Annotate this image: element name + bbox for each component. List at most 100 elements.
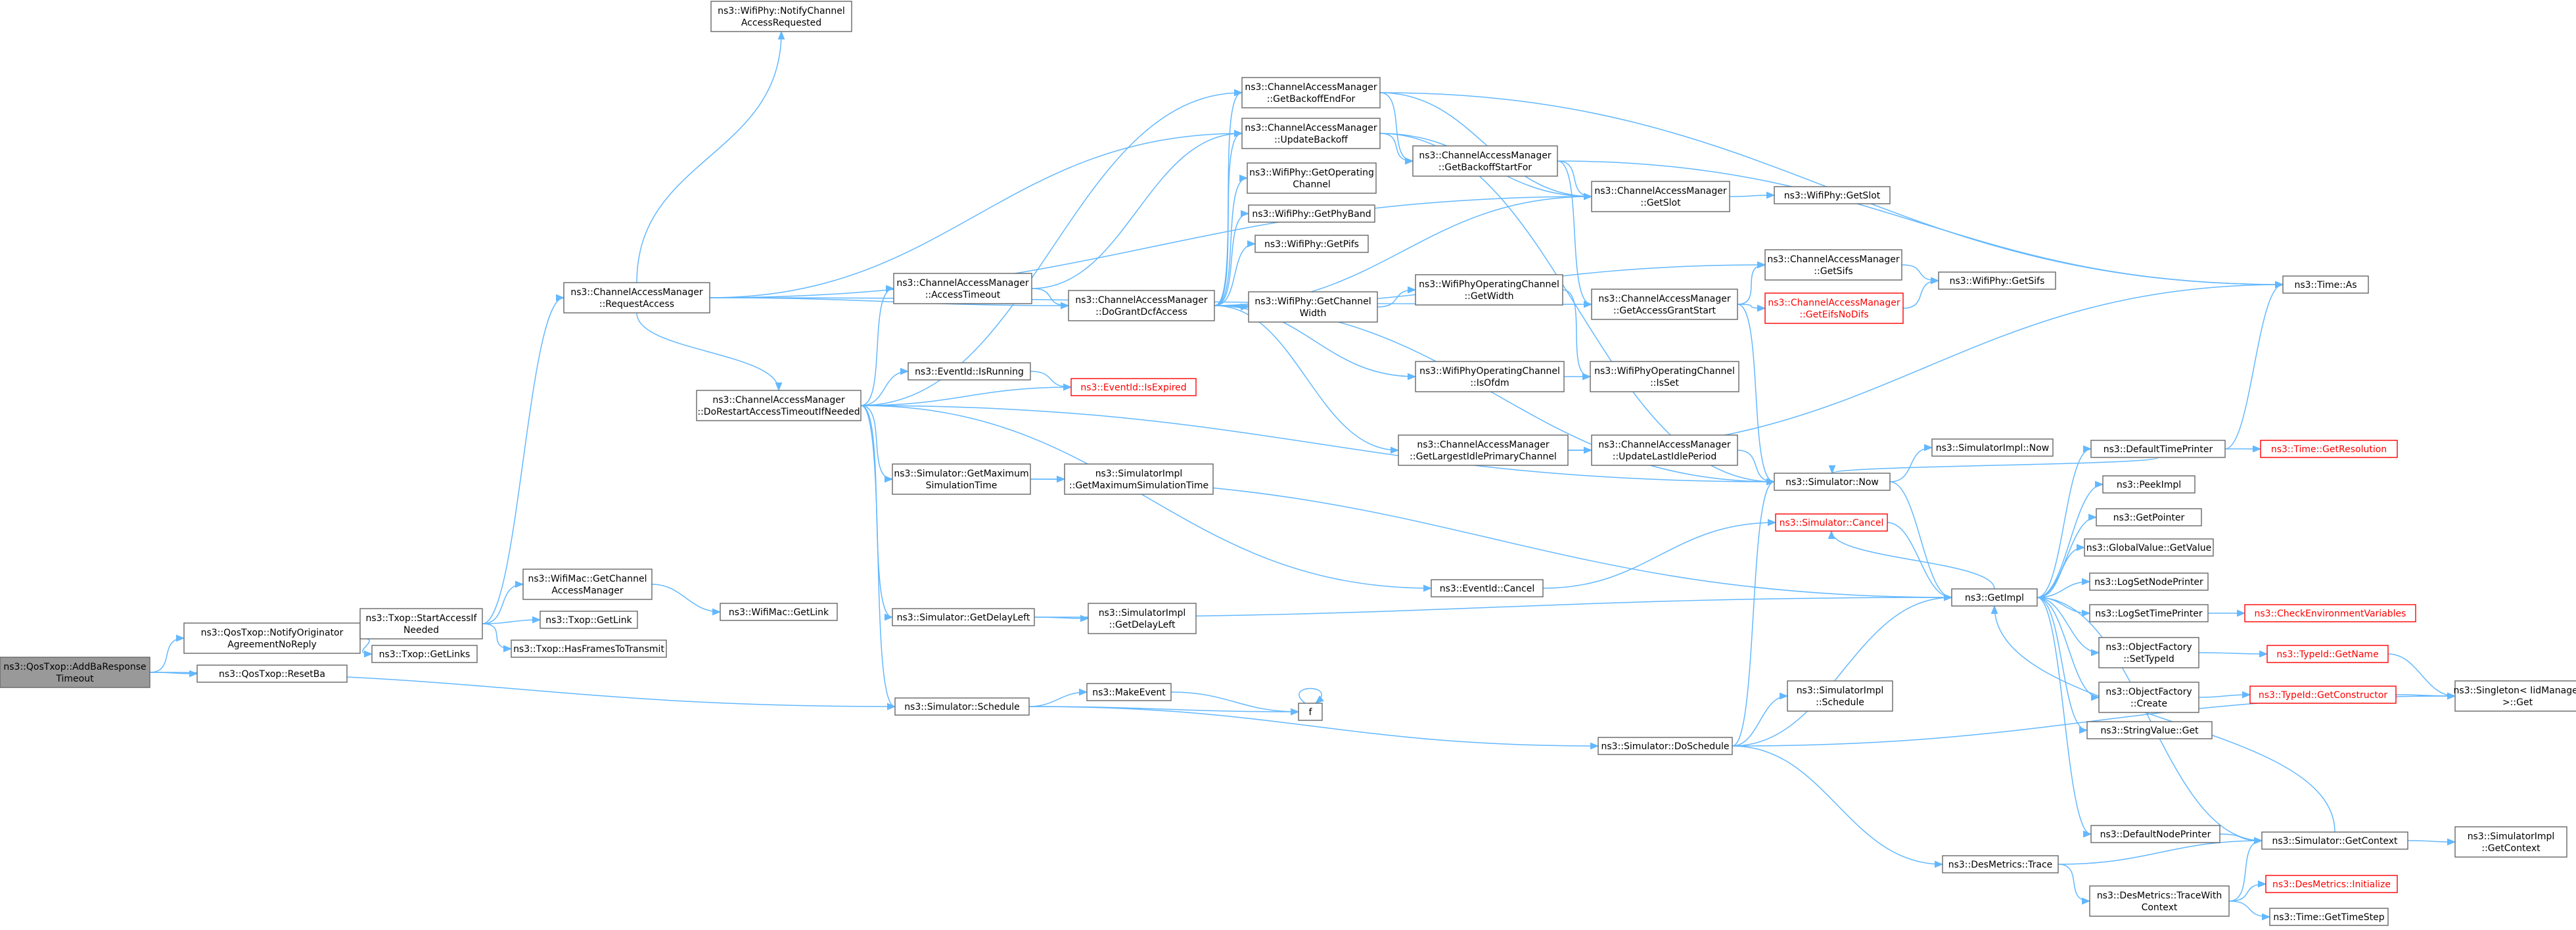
node-schedule[interactable]: ns3::Simulator::Schedule — [894, 697, 1030, 716]
node-peekimpl[interactable]: ns3::PeekImpl — [2102, 475, 2196, 494]
node-opchwidth[interactable]: ns3::WifiPhyOperatingChannel::GetWidth — [1415, 274, 1563, 306]
node-resetba[interactable]: ns3::QosTxop::ResetBa — [196, 664, 348, 683]
node-singleton[interactable]: ns3::Singleton< IidManager>::Get — [2454, 680, 2576, 712]
node-notify[interactable]: ns3::QosTxop::NotifyOriginatorAgreementN… — [183, 622, 361, 654]
node-box — [1064, 463, 1214, 495]
edge-dorestart-to-schedule — [860, 405, 896, 710]
node-makeevent[interactable]: ns3::MakeEvent — [1086, 683, 1172, 701]
node-globalvalue[interactable]: ns3::GlobalValue::GetValue — [2084, 538, 2214, 557]
node-updatebackoff[interactable]: ns3::ChannelAccessManager::UpdateBackoff — [1241, 118, 1381, 149]
node-simcancel[interactable]: ns3::Simulator::Cancel — [1775, 513, 1888, 532]
node-implgetcontext[interactable]: ns3::SimulatorImpl::GetContext — [2454, 826, 2567, 858]
node-txopgetlink[interactable]: ns3::Txop::GetLink — [540, 611, 638, 629]
node-implgetmax[interactable]: ns3::SimulatorImpl::GetMaximumSimulation… — [1064, 463, 1214, 495]
node-getslot[interactable]: ns3::ChannelAccessManager::GetSlot — [1591, 181, 1730, 212]
node-box — [1942, 855, 2059, 873]
node-timeas[interactable]: ns3::Time::As — [2282, 275, 2369, 294]
node-box — [1070, 378, 1197, 396]
node-phygetslot[interactable]: ns3::WifiPhy::GetSlot — [1774, 186, 1891, 204]
node-lognode[interactable]: ns3::LogSetNodePrinter — [2089, 572, 2209, 591]
node-stringvalue[interactable]: ns3::StringValue::Get — [2086, 721, 2213, 739]
node-getres[interactable]: ns3::Time::GetResolution — [2260, 440, 2398, 458]
node-destrace[interactable]: ns3::DesMetrics::Trace — [1942, 855, 2059, 873]
edge-getgrantstart-to-simnow — [1737, 304, 1776, 486]
node-box — [892, 463, 1031, 495]
node-getlinks[interactable]: ns3::Txop::GetLinks — [371, 645, 478, 663]
node-implnow[interactable]: ns3::SimulatorImpl::Now — [1931, 438, 2054, 457]
node-getimpl[interactable]: ns3::GetImpl — [1951, 588, 2038, 607]
node-box — [2096, 508, 2202, 526]
node-getbackoffstart[interactable]: ns3::ChannelAccessManager::GetBackoffSta… — [1412, 145, 1558, 177]
node-accesstimeout[interactable]: ns3::ChannelAccessManager::AccessTimeout — [893, 273, 1032, 304]
node-simnow[interactable]: ns3::Simulator::Now — [1774, 473, 1891, 491]
node-ofcreate[interactable]: ns3::ObjectFactory::Create — [2098, 682, 2199, 713]
node-box — [1412, 145, 1558, 177]
node-updatelastidle[interactable]: ns3::ChannelAccessManager::UpdateLastIdl… — [1591, 434, 1738, 466]
edge-updatelastidle-to-simnow — [1737, 450, 1776, 486]
node-isrunning[interactable]: ns3::EventId::IsRunning — [908, 362, 1031, 381]
node-getdelayleft[interactable]: ns3::Simulator::GetDelayLeft — [892, 608, 1035, 626]
edge-doschedule-to-destrace — [1732, 745, 1944, 868]
node-phyband[interactable]: ns3::WifiPhy::GetPhyBand — [1248, 204, 1375, 223]
node-isexpired[interactable]: ns3::EventId::IsExpired — [1070, 378, 1197, 396]
node-label: ns3::ChannelAccessManager — [570, 287, 703, 298]
node-phypifs[interactable]: ns3::WifiPhy::GetPifs — [1254, 235, 1369, 253]
node-getpointer[interactable]: ns3::GetPointer — [2096, 508, 2202, 526]
node-label: ns3::WifiPhy::GetPifs — [1264, 239, 1359, 250]
edge-dorestart-to-isrunning — [860, 367, 909, 406]
edge-reqaccess-to-dorestart — [636, 312, 783, 392]
node-f[interactable]: f — [1298, 703, 1323, 721]
node-desinit[interactable]: ns3::DesMetrics::Initialize — [2265, 875, 2398, 893]
node-phynotify[interactable]: ns3::WifiPhy::NotifyChannelAccessRequest… — [710, 1, 852, 32]
node-phygetsifs[interactable]: ns3::WifiPhy::GetSifs — [1938, 271, 2056, 290]
node-box — [1068, 290, 1215, 321]
node-box — [1591, 181, 1730, 212]
node-defprinter[interactable]: ns3::DefaultTimePrinter — [2090, 440, 2226, 458]
edge-dogrant-to-opchofdm — [1214, 305, 1417, 381]
node-reqaccess[interactable]: ns3::ChannelAccessManager::RequestAccess — [563, 282, 710, 314]
node-box — [720, 603, 838, 621]
node-opchofdm[interactable]: ns3::WifiPhyOperatingChannel::IsOfdm — [1415, 361, 1565, 392]
node-largestidle[interactable]: ns3::ChannelAccessManager::GetLargestIdl… — [1398, 434, 1569, 466]
node-getcontext[interactable]: ns3::Simulator::GetContext — [2261, 831, 2408, 850]
node-ofsettypeid[interactable]: ns3::ObjectFactory::SetTypeId — [2098, 637, 2199, 668]
node-label: ::GetMaximumSimulationTime — [1069, 480, 1208, 491]
node-defnodeprinter[interactable]: ns3::DefaultNodePrinter — [2090, 825, 2220, 843]
node-label: ::GetSifs — [1814, 266, 1852, 277]
node-geteifs[interactable]: ns3::ChannelAccessManager::GetEifsNoDifs — [1764, 292, 1904, 324]
node-getbackoffend[interactable]: ns3::ChannelAccessManager::GetBackoffEnd… — [1241, 77, 1381, 108]
node-dogrant[interactable]: ns3::ChannelAccessManager::DoGrantDcfAcc… — [1068, 290, 1215, 321]
node-logtime[interactable]: ns3::LogSetTimePrinter — [2089, 604, 2209, 622]
node-macgetlink[interactable]: ns3::WifiMac::GetLink — [720, 603, 838, 621]
node-opchisset[interactable]: ns3::WifiPhyOperatingChannel::IsSet — [1590, 361, 1739, 392]
node-typeidname[interactable]: ns3::TypeId::GetName — [2266, 645, 2389, 663]
node-label: AgreementNoReply — [227, 639, 317, 650]
node-getsifs[interactable]: ns3::ChannelAccessManager::GetSifs — [1764, 249, 1902, 281]
node-gettimestep[interactable]: ns3::Time::GetTimeStep — [2269, 908, 2389, 926]
edge-getslot-to-phygetslot — [1729, 191, 1776, 199]
node-label: AccessRequested — [741, 18, 821, 28]
node-doschedule[interactable]: ns3::Simulator::DoSchedule — [1598, 737, 1733, 755]
node-eventcancel[interactable]: ns3::EventId::Cancel — [1431, 579, 1544, 597]
node-implschedule[interactable]: ns3::SimulatorImpl::Schedule — [1787, 680, 1893, 712]
node-typeidctor[interactable]: ns3::TypeId::GetConstructor — [2249, 686, 2397, 704]
node-getgrantstart[interactable]: ns3::ChannelAccessManager::GetAccessGran… — [1591, 289, 1738, 320]
node-box — [1398, 434, 1569, 466]
edge-ofcreate-to-typeidctor — [2198, 691, 2251, 699]
node-label: ns3::WifiPhy::NotifyChannel — [718, 6, 845, 16]
node-label: ns3::ChannelAccessManager — [1419, 151, 1552, 161]
node-hasframes[interactable]: ns3::Txop::HasFramesToTransmit — [511, 639, 667, 658]
node-dorestart[interactable]: ns3::ChannelAccessManager::DoRestartAcce… — [696, 390, 862, 421]
node-box — [2089, 885, 2230, 917]
node-box — [1931, 438, 2054, 457]
node-checkenv[interactable]: ns3::CheckEnvironmentVariables — [2244, 604, 2416, 622]
node-implgetdelay[interactable]: ns3::SimulatorImpl::GetDelayLeft — [1088, 603, 1197, 634]
edge-dogrant-to-phygetopch — [1214, 174, 1249, 306]
node-getmaxsim[interactable]: ns3::Simulator::GetMaximumSimulationTime — [892, 463, 1031, 495]
